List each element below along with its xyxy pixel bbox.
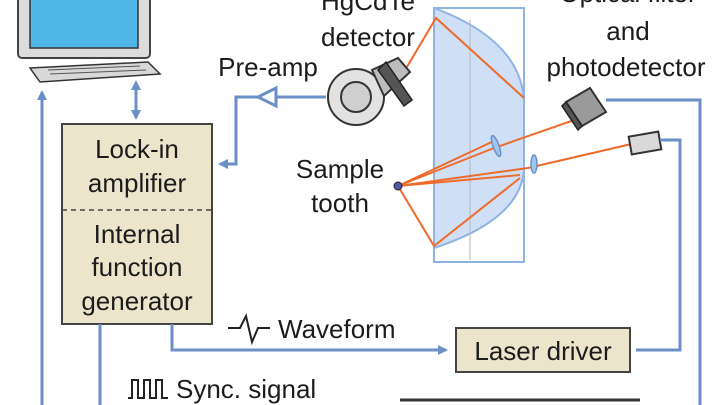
lockin-label-line1: Lock-in xyxy=(95,134,179,164)
sync-signal-label: Sync. signal xyxy=(176,374,316,404)
generator-label-line1: Internal xyxy=(94,219,181,249)
waveform-icon xyxy=(228,313,270,346)
optical-beams xyxy=(397,16,641,248)
hgcdte-detector-icon xyxy=(327,56,414,126)
filter-label-line3: photodetector xyxy=(546,52,705,82)
computer-icon xyxy=(17,0,162,83)
waveform-label: Waveform xyxy=(278,314,396,344)
laser-icon xyxy=(627,130,663,156)
laser-driver-box xyxy=(455,327,631,373)
detector-label-line1: HgCdTe xyxy=(321,0,415,16)
signal-wires xyxy=(37,80,702,405)
sync-signal-icon xyxy=(128,379,168,399)
preamp-label: Pre-amp xyxy=(218,52,318,82)
filter-label-line2: and xyxy=(606,16,649,46)
generator-label-line3: generator xyxy=(81,286,193,316)
lockin-box xyxy=(61,123,213,325)
sample-tooth-dot xyxy=(393,181,403,191)
laser-driver-label: Laser driver xyxy=(474,336,612,366)
sample-label-line1: Sample xyxy=(296,154,384,184)
photodetector-icon xyxy=(561,86,608,132)
filter-label-line1: Optical filter xyxy=(559,0,697,8)
generator-label-line2: function xyxy=(91,252,182,282)
detector-label-line2: detector xyxy=(321,22,415,52)
mirror-plate xyxy=(433,7,525,263)
lockin-label-line2: amplifier xyxy=(88,168,187,198)
sample-label-line2: tooth xyxy=(311,188,369,218)
